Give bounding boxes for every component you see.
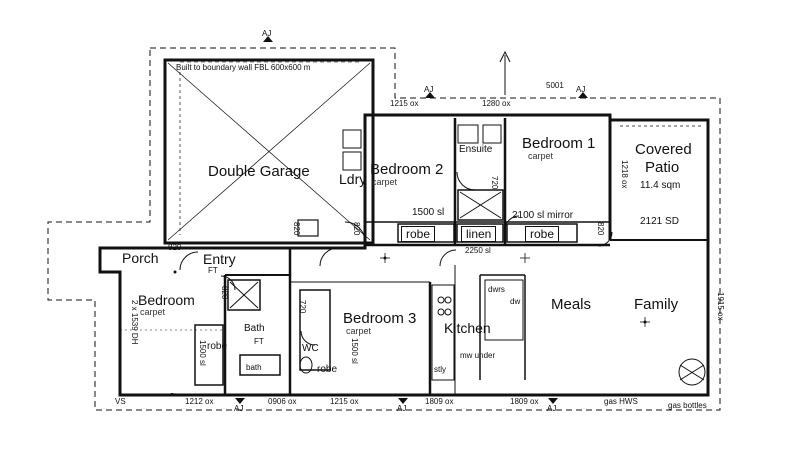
- room-double-garage: Double Garage: [208, 163, 310, 180]
- room-kitchen: Kitchen: [444, 320, 491, 336]
- robe-bed1-label: robe: [525, 226, 560, 242]
- dim-820-d: 820: [292, 222, 301, 236]
- dim-1280-top: 1280 ox: [482, 99, 511, 108]
- bath-tub-label: bath: [246, 363, 262, 372]
- dim-1212-bot: 1212 ox: [185, 397, 214, 406]
- dim-1915-right: 1915 ox: [716, 292, 725, 321]
- covered-patio-area: 11.4 sqm: [640, 180, 681, 191]
- aj-top3: AJ: [576, 85, 586, 94]
- dim-1539-left: 2 x 1539 DH: [130, 300, 139, 345]
- carpet-bedroom3: carpet: [346, 326, 372, 336]
- room-bedroom4: Bedroom: [138, 292, 195, 308]
- dim-2121-sd: 2121 SD: [640, 216, 679, 227]
- dim-2100-sl: 2100 sl mirror: [512, 210, 574, 221]
- dim-0906-bot: 0906 ox: [268, 397, 297, 406]
- carpet-bedroom2: carpet: [372, 177, 398, 187]
- dim-820-c: 820: [596, 222, 605, 236]
- carpet-bedroom1: carpet: [528, 151, 554, 161]
- room-bedroom3: Bedroom 3: [343, 310, 417, 327]
- room-family: Family: [634, 296, 679, 313]
- aj-bot: AJ: [234, 404, 244, 413]
- house-walls: [98, 113, 710, 397]
- room-ensuite: Ensuite: [459, 144, 493, 155]
- tilde-mark: ~: [170, 389, 176, 400]
- kitchen-stly: stly: [434, 365, 446, 374]
- dim-2250-sl: 2250 sl: [465, 246, 491, 255]
- gas-bottles: gas bottles: [668, 401, 707, 410]
- dim-1215-top: 1215 ox: [390, 99, 419, 108]
- carpet-bedroom4: carpet: [140, 307, 166, 317]
- dim-1500-sl: 1500 sl: [412, 207, 445, 218]
- dim-720-b: 720: [490, 176, 499, 190]
- robe-bed3: [299, 289, 331, 371]
- dim-1215-bot: 1215 ox: [330, 397, 359, 406]
- robe-bed1: [506, 223, 578, 243]
- robe-bed2: [397, 223, 455, 243]
- kitchen-mw: mw under: [460, 351, 496, 360]
- garage-walls: [163, 58, 375, 245]
- kitchen-dwrs: dwrs: [488, 285, 505, 294]
- room-ldry: Ldry: [339, 171, 367, 187]
- dim-1809-bot-a: 1809 ox: [425, 397, 454, 406]
- room-bedroom2: Bedroom 2: [370, 161, 444, 178]
- kitchen-dw: dw: [510, 297, 521, 306]
- bath-floor: FT: [254, 337, 264, 346]
- gas-hws: gas HWS: [604, 397, 638, 406]
- linen-cupboard: [456, 223, 504, 243]
- boundary-wall-note: Built to boundary wall FBL 600x600 m: [176, 63, 311, 72]
- bath-tub: [239, 354, 281, 376]
- room-entry: Entry: [203, 251, 236, 267]
- robe-bed2-label: robe: [401, 226, 436, 242]
- robe-bed4: [194, 324, 224, 386]
- dim-1218-side: 1218 ox: [620, 160, 629, 189]
- dim-720-a: 720: [298, 300, 307, 314]
- linen-label: linen: [461, 226, 497, 242]
- shower-bath: [227, 279, 261, 311]
- ensuite-shower: [457, 189, 504, 221]
- room-bedroom1: Bedroom 1: [522, 135, 596, 152]
- robe-bed3-label: robe: [317, 364, 338, 375]
- aj-bot3: AJ: [547, 404, 557, 413]
- vs-label: VS: [115, 397, 126, 406]
- dim-820-e: 820: [220, 286, 229, 300]
- dim-820-b: 820: [352, 222, 361, 236]
- aj-top2: AJ: [424, 85, 434, 94]
- room-bath: Bath: [244, 323, 265, 334]
- dim-820-a: 820: [168, 243, 182, 252]
- room-covered-patio-line1: Covered: [635, 141, 692, 158]
- robe-bed4-label: robe: [207, 341, 228, 352]
- dim-5001: 5001: [546, 81, 564, 90]
- dim-1500-right: 1500 sl: [350, 338, 359, 364]
- room-meals: Meals: [551, 296, 592, 313]
- room-wc: WC: [302, 343, 319, 354]
- room-porch: Porch: [122, 250, 159, 266]
- dim-1809-bot-b: 1809 ox: [510, 397, 539, 406]
- eave-outline: [47, 47, 721, 411]
- aj-bot2: AJ: [397, 404, 407, 413]
- entry-floor: FT: [208, 266, 218, 275]
- aj-top: AJ: [262, 29, 272, 38]
- room-covered-patio-line2: Patio: [645, 159, 680, 176]
- dim-1500-left: 1500 sl: [198, 340, 207, 366]
